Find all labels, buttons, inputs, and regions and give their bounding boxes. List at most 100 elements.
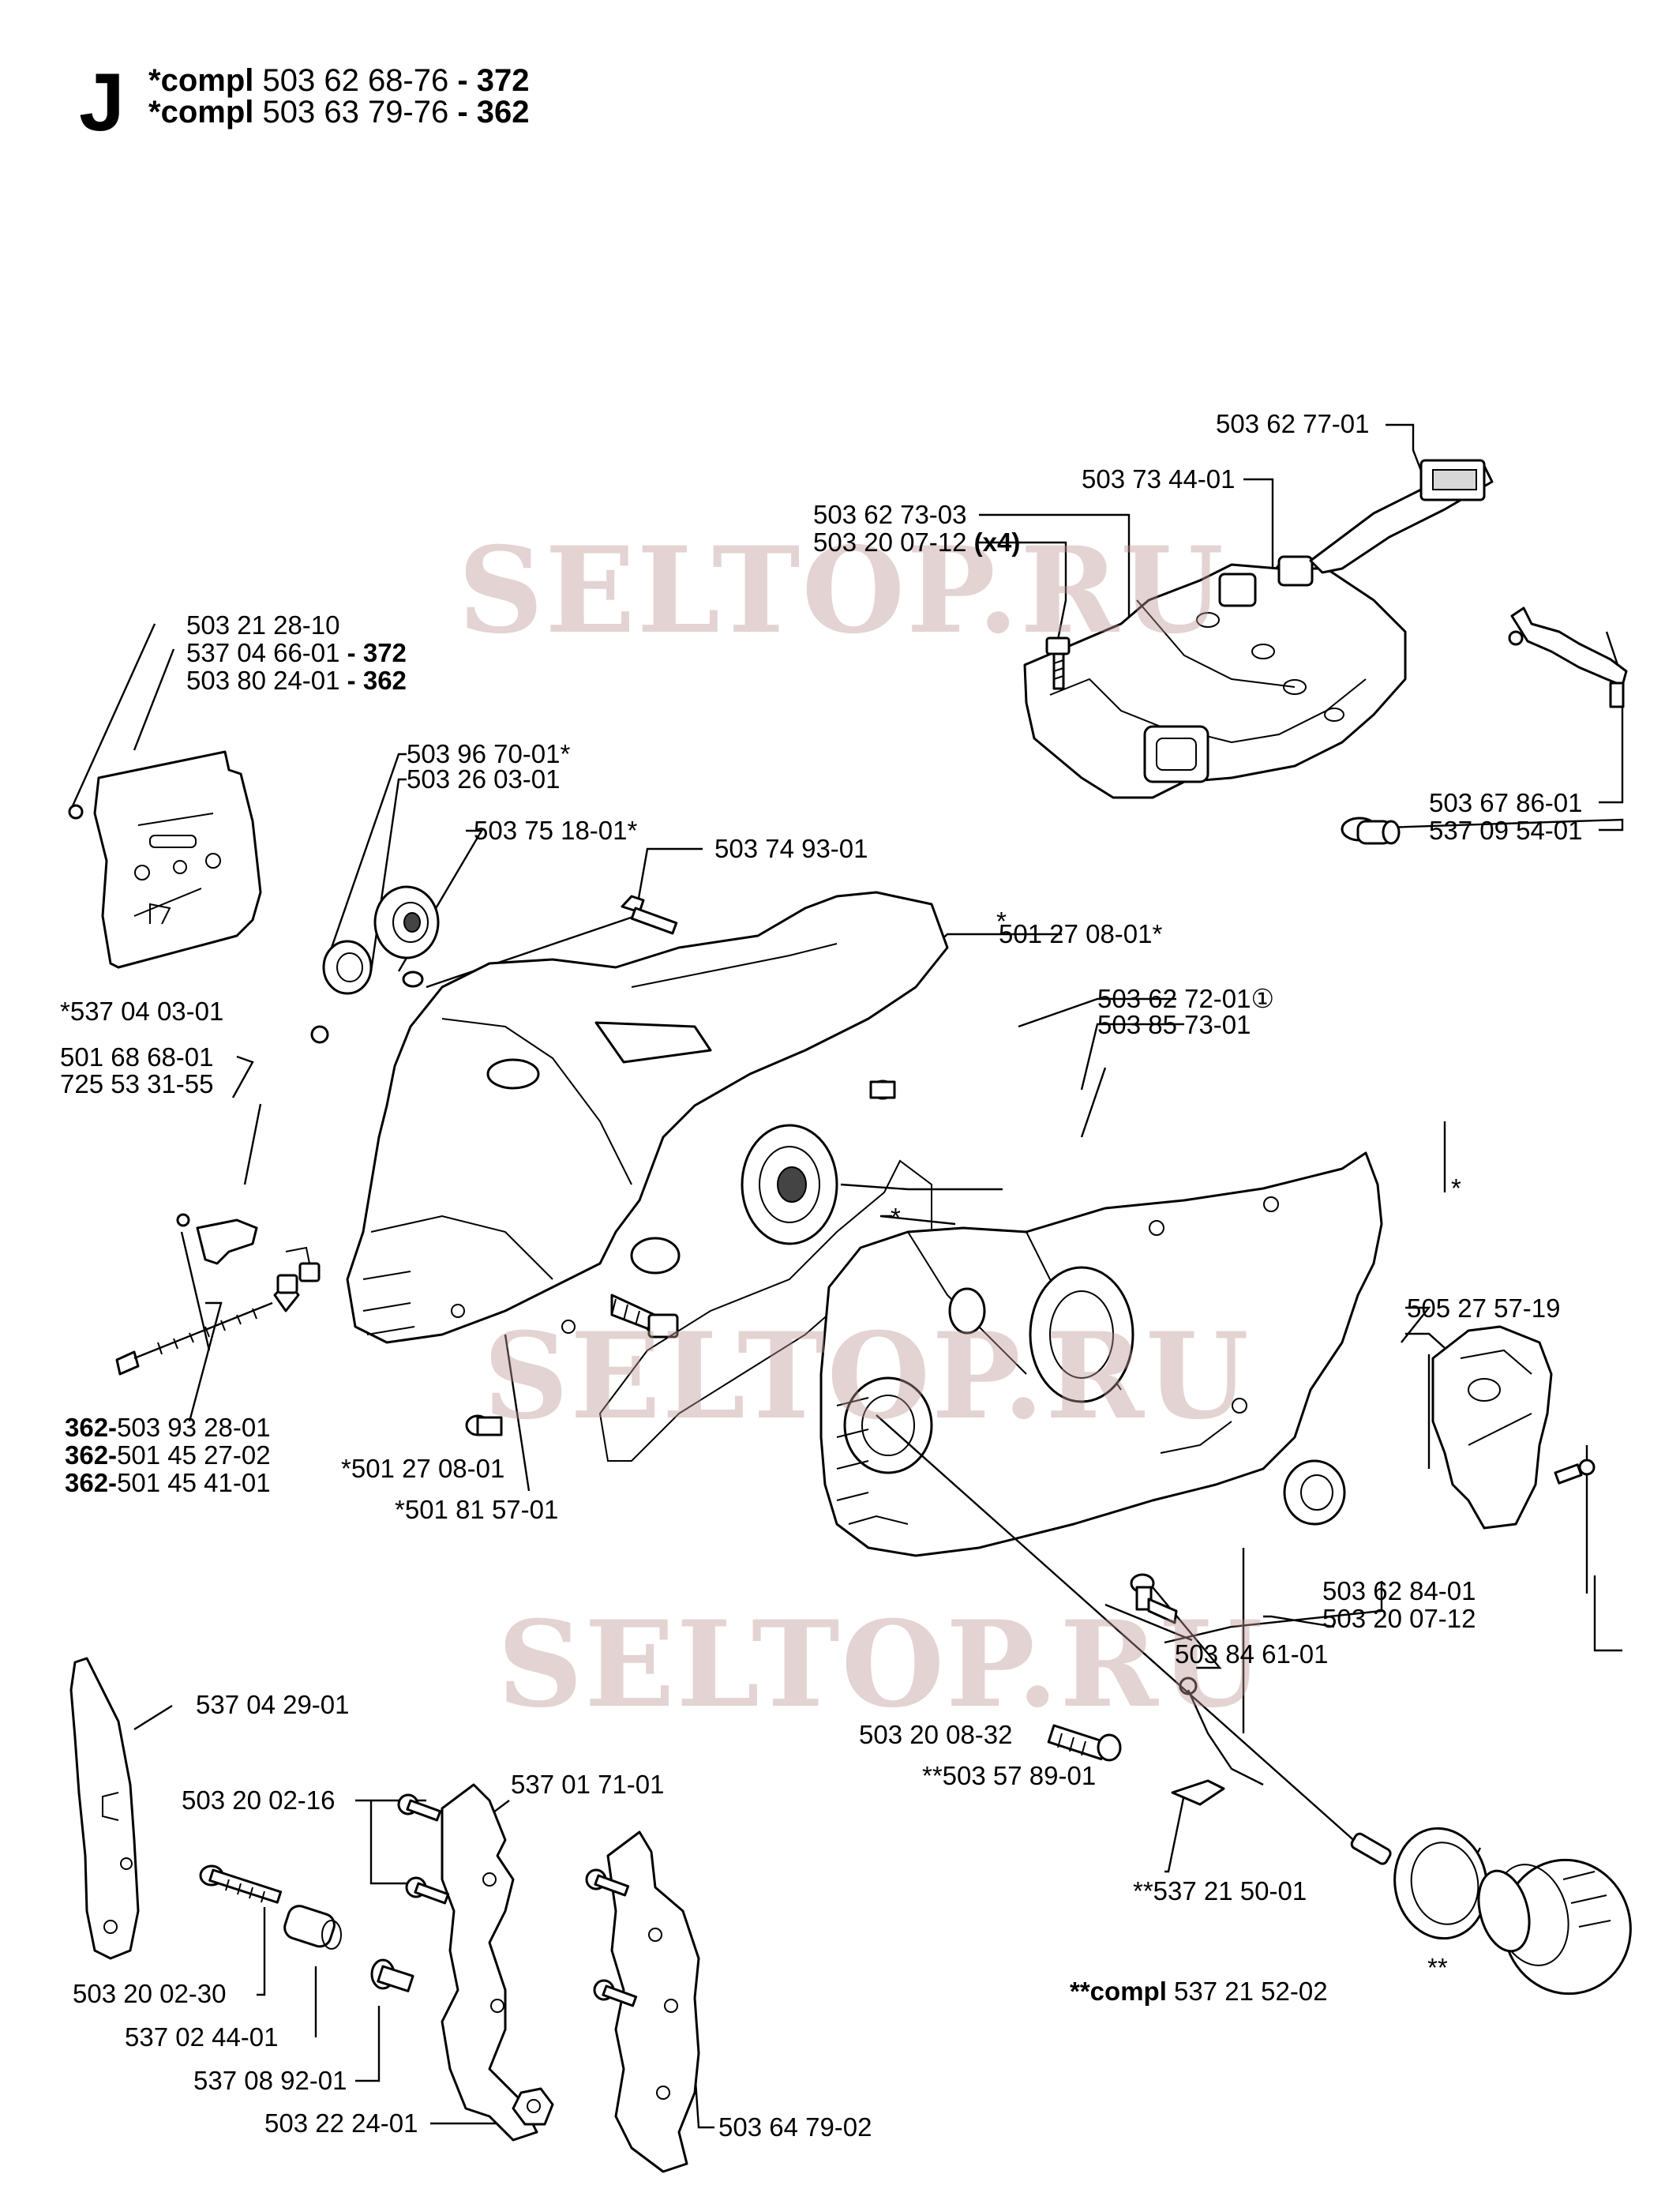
left-crankcase-part — [346, 891, 949, 1344]
section-letter: J — [79, 57, 125, 148]
small-pin-part — [310, 971, 424, 1044]
part-label: 501 27 08-01* — [999, 919, 1163, 948]
quantity-note: (x4) — [973, 528, 1021, 557]
model-note: - 362 — [339, 666, 407, 695]
part-label: 505 27 57-19 — [1407, 1294, 1561, 1323]
part-label: 503 21 28-10 — [186, 610, 340, 640]
part-label: 537 08 92-01 — [193, 2066, 347, 2095]
clutch-cover-part — [1431, 1325, 1553, 1530]
filler-seal-part — [1350, 1827, 1488, 1940]
bearing-large-part — [373, 885, 440, 959]
part-label: 503 75 18-01* — [474, 816, 638, 845]
screw-part — [621, 895, 678, 935]
top-lever-part — [1309, 459, 1494, 574]
part-label: 537 02 44-01 — [125, 2022, 279, 2052]
bumper-screws-part — [397, 1793, 638, 2007]
tensioner-spring-part — [115, 1279, 300, 1376]
part-label: 503 62 84-01 — [1322, 1576, 1476, 1605]
part-label: 503 62 72-01① — [1097, 986, 1274, 1012]
spring-clip-part — [176, 1213, 258, 1265]
part-label: 503 85 73-01 — [1097, 1010, 1251, 1039]
chain-plate-part — [69, 1657, 140, 1960]
watermark: SELTOP.RU — [497, 1595, 1265, 1734]
part-label: 725 53 31-55 — [60, 1069, 214, 1098]
part-label: 503 20 08-32 — [859, 1720, 1013, 1749]
part-label: 362-501 45 41-01 — [65, 1470, 271, 1496]
heading-suffix: - 372 — [448, 63, 530, 98]
bottom-screw-part — [1047, 1724, 1122, 1762]
compl-prefix: **compl — [1070, 1977, 1167, 2006]
part-number: 501 45 27-02 — [117, 1440, 271, 1470]
pipe-fitting-part — [1130, 1573, 1178, 1624]
part-label: 501 68 68-01 — [60, 1042, 214, 1072]
part-label: 362-503 93 28-01 — [65, 1414, 271, 1440]
part-label: 503 22 24-01 — [264, 2108, 418, 2138]
part-label: 503 62 77-01 — [1216, 409, 1370, 438]
part-label: 503 20 07-12 — [1322, 1604, 1476, 1633]
part-number: 501 45 41-01 — [117, 1468, 271, 1497]
part-number: 503 93 28-01 — [117, 1413, 271, 1442]
star-note: * — [1451, 1173, 1461, 1203]
seal-ring-part — [1283, 1459, 1346, 1526]
top-screw-part — [1045, 636, 1071, 690]
part-label: **537 21 50-01 — [1133, 1876, 1307, 1906]
part-label: 537 09 54-01 — [1429, 816, 1583, 845]
part-number: 503 80 24-01 — [186, 666, 340, 695]
bar-stud-part — [610, 1294, 679, 1339]
part-label: 503 62 73-03 — [813, 500, 967, 529]
part-label: **compl 537 21 52-02 — [1070, 1978, 1328, 2004]
model-prefix: 362- — [65, 1413, 118, 1442]
footnote-mark: ① — [1251, 984, 1275, 1013]
part-label: *537 04 03-01 — [60, 997, 224, 1026]
part-label: 503 20 02-16 — [182, 1785, 336, 1815]
chain-guard-plate-part — [68, 750, 262, 969]
heading-suffix: - 362 — [448, 95, 530, 130]
heading-number: 503 63 79-76 — [262, 95, 449, 130]
part-label: 503 20 07-12 (x4) — [813, 529, 1020, 555]
part-number: 503 62 72-01 — [1097, 984, 1251, 1013]
spike-bumper-inner-part — [441, 1783, 538, 2142]
heading-line-1: *compl 503 62 68-76 - 372 — [148, 65, 530, 96]
part-label: 503 84 61-01 — [1175, 1639, 1329, 1669]
part-label: 503 20 02-30 — [73, 1979, 227, 2008]
cover-screw-part — [1554, 1459, 1596, 1485]
star-note: * — [996, 907, 1007, 936]
watermark: SELTOP.RU — [458, 521, 1225, 660]
part-label: ** — [1427, 1953, 1448, 1982]
part-label: 362-501 45 27-02 — [65, 1442, 271, 1468]
bearing-small-part — [322, 940, 373, 995]
model-prefix: 362- — [65, 1468, 118, 1497]
filler-cap-part — [1477, 1858, 1632, 1996]
part-label: *501 27 08-01 — [341, 1454, 505, 1483]
part-label: 503 74 93-01 — [714, 834, 868, 863]
part-label: 537 04 29-01 — [196, 1690, 350, 1719]
star-note: * — [891, 1203, 901, 1232]
heading-prefix: *compl — [148, 95, 254, 130]
fuel-hose-part — [1508, 606, 1628, 708]
tensioner-nut-part — [276, 1246, 321, 1294]
part-label: *501 81 57-01 — [395, 1495, 559, 1524]
part-label: 503 80 24-01 - 362 — [186, 667, 407, 693]
spacer-pin-part — [370, 1958, 414, 1992]
heading-prefix: *compl — [148, 63, 254, 98]
part-number: 503 20 07-12 — [813, 528, 974, 557]
spacer-sleeve-part — [283, 1905, 342, 1950]
top-cover-part — [1023, 555, 1407, 799]
heading-number: 503 62 68-76 — [262, 63, 449, 98]
grommet-part — [1341, 817, 1401, 845]
part-label: 537 04 66-01 - 372 — [186, 640, 407, 666]
model-prefix: 362- — [65, 1440, 118, 1470]
long-bolt-part — [199, 1864, 283, 1904]
part-label: 503 73 44-01 — [1082, 464, 1236, 494]
part-number: 537 21 52-02 — [1166, 1977, 1328, 2006]
watermark: SELTOP.RU — [483, 1307, 1251, 1446]
part-label: 503 96 70-01* — [407, 739, 571, 768]
part-label: 503 67 86-01 — [1429, 788, 1583, 817]
bumper-nut-part — [512, 2087, 554, 2126]
dowel-part — [465, 1079, 896, 1436]
oil-pickup-part — [876, 1414, 1359, 1845]
gasket-part — [598, 1159, 932, 1462]
heading-line-2: *compl 503 63 79-76 - 362 — [148, 96, 530, 128]
